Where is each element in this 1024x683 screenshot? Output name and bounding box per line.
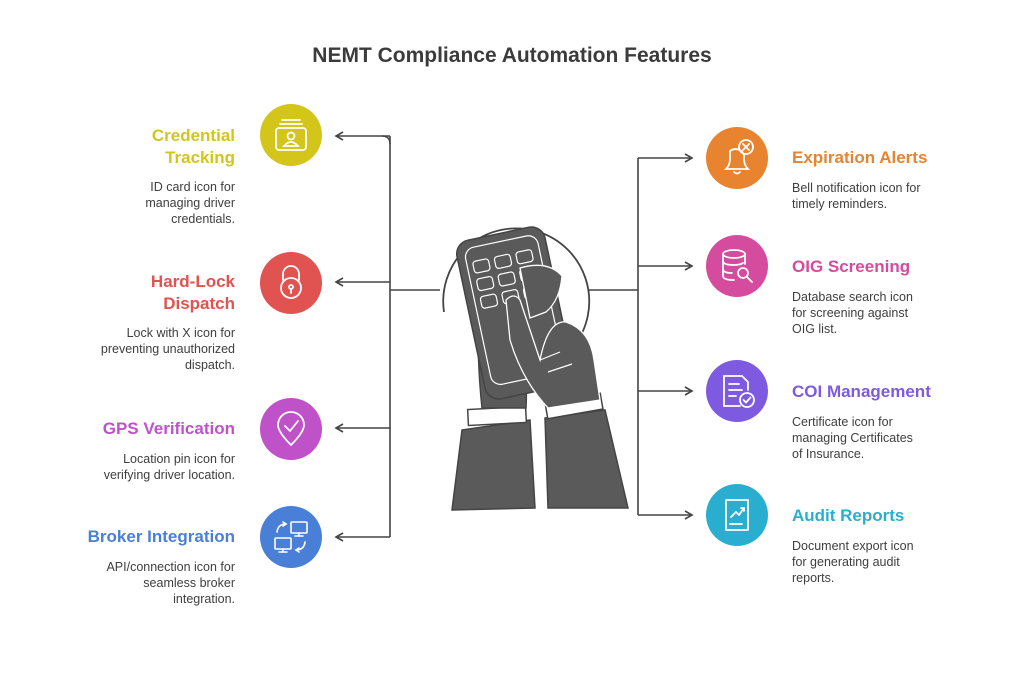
heading-line: Tracking	[165, 148, 235, 167]
desc-line: managing driver	[145, 196, 235, 210]
diagram-title: NEMT Compliance Automation Features	[312, 44, 712, 67]
desc-line: Certificate icon for	[792, 415, 893, 429]
desc-line: Location pin icon for	[123, 452, 235, 466]
broker-integration-description: API/connection icon for seamless broker …	[40, 559, 235, 607]
padlock-icon	[260, 252, 322, 314]
heading-line: Credential	[151, 126, 235, 145]
coi-management-description: Certificate icon for managing Certificat…	[792, 414, 992, 462]
audit-reports-description: Document export icon for generating audi…	[792, 538, 992, 586]
hard-lock-dispatch-heading: Hard-Lock Dispatch	[60, 271, 235, 315]
expiration-alerts-description: Bell notification icon for timely remind…	[792, 180, 992, 212]
gps-verification-heading: GPS Verification	[40, 418, 235, 440]
coi-management-heading: COI Management	[792, 381, 992, 403]
desc-line: for screening against	[792, 306, 909, 320]
desc-line: OIG list.	[792, 322, 838, 336]
desc-line: Database search icon	[792, 290, 913, 304]
desc-line: for generating audit	[792, 555, 900, 569]
gps-verification-description: Location pin icon for verifying driver l…	[40, 451, 235, 483]
audit-reports-heading: Audit Reports	[792, 505, 992, 527]
desc-line: Lock with X icon for	[126, 326, 235, 340]
database-search-icon	[706, 235, 768, 297]
heading-line: GPS Verification	[102, 419, 235, 438]
desc-line: API/connection icon for	[106, 560, 235, 574]
certificate-check-icon	[706, 360, 768, 422]
heading-line: OIG Screening	[792, 257, 911, 276]
heading-line: COI Management	[792, 382, 931, 401]
heading-line: Broker Integration	[87, 527, 235, 546]
location-pin-check-icon	[260, 398, 322, 460]
desc-line: Document export icon	[792, 539, 914, 553]
desc-line: Bell notification icon for	[792, 181, 921, 195]
desc-line: timely reminders.	[792, 197, 888, 211]
desc-line: reports.	[792, 571, 835, 585]
bell-x-icon	[706, 127, 768, 189]
broker-integration-heading: Broker Integration	[30, 526, 235, 548]
hard-lock-dispatch-description: Lock with X icon for preventing unauthor…	[40, 325, 235, 373]
desc-line: seamless broker	[143, 576, 235, 590]
heading-line: Expiration Alerts	[792, 148, 928, 167]
desc-line: of Insurance.	[792, 447, 865, 461]
desc-line: managing Certificates	[792, 431, 913, 445]
oig-screening-description: Database search icon for screening again…	[792, 289, 992, 337]
heading-line: Hard-Lock	[150, 272, 235, 291]
desc-line: dispatch.	[184, 358, 235, 372]
document-chart-icon	[706, 484, 768, 546]
heading-line: Dispatch	[163, 294, 235, 313]
computers-connection-icon	[260, 506, 322, 568]
desc-line: ID card icon for	[150, 180, 235, 194]
id-card-icon	[260, 104, 322, 166]
desc-line: integration.	[173, 592, 235, 606]
desc-line: credentials.	[171, 212, 235, 226]
desc-line: verifying driver location.	[103, 468, 235, 482]
credential-tracking-description: ID card icon for managing driver credent…	[60, 179, 235, 227]
credential-tracking-heading: Credential Tracking	[60, 125, 235, 169]
expiration-alerts-heading: Expiration Alerts	[792, 147, 992, 169]
heading-line: Audit Reports	[792, 506, 905, 525]
hand-phone-illustration	[442, 226, 629, 511]
desc-line: preventing unauthorized	[100, 342, 235, 356]
oig-screening-heading: OIG Screening	[792, 256, 992, 278]
